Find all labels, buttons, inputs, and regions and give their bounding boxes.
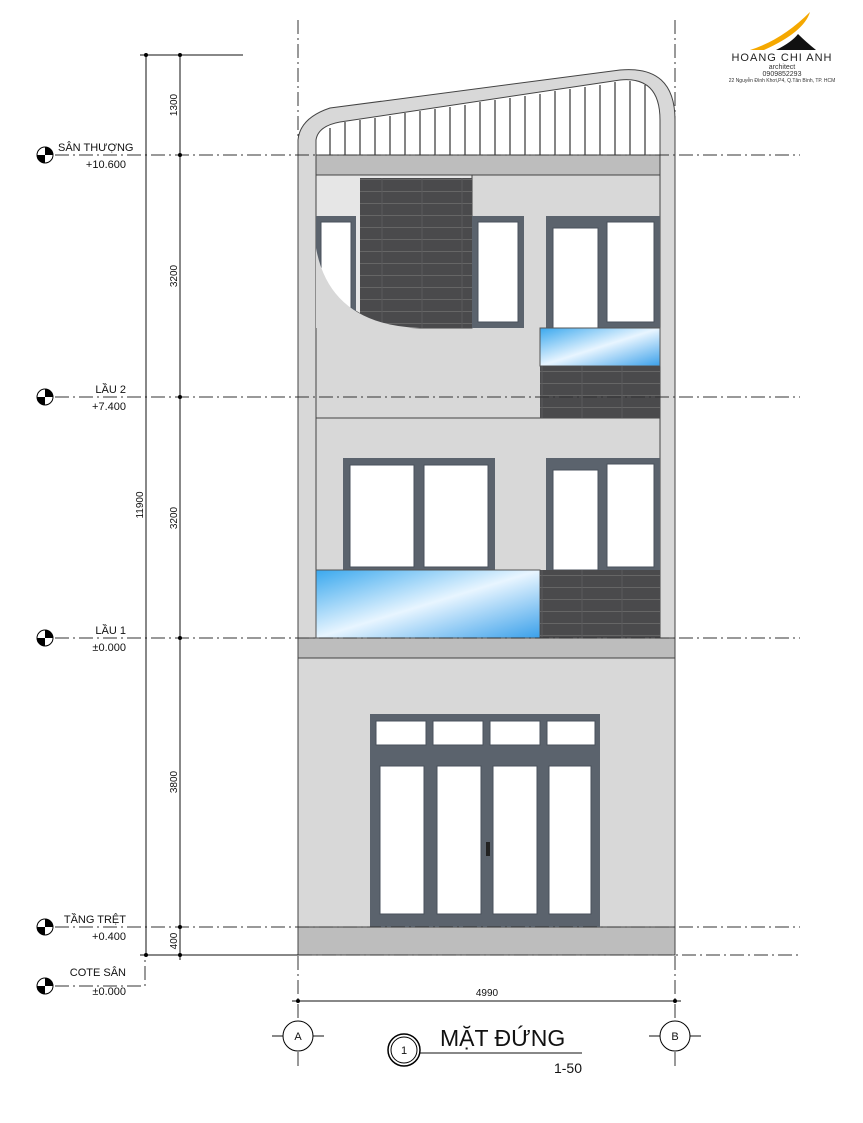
level-marker: LẦU 2 +7.400 bbox=[36, 383, 126, 413]
roof-slab bbox=[315, 154, 661, 176]
svg-text:LẦU 1: LẦU 1 bbox=[95, 624, 126, 637]
width-dimension: 4990 bbox=[292, 988, 681, 1003]
svg-text:+7.400: +7.400 bbox=[92, 401, 126, 413]
svg-text:4990: 4990 bbox=[476, 988, 499, 999]
svg-text:TẦNG TRỆT: TẦNG TRỆT bbox=[64, 913, 126, 926]
floor-slab bbox=[297, 637, 676, 659]
plinth bbox=[297, 926, 676, 956]
svg-text:COTE SÂN: COTE SÂN bbox=[70, 966, 126, 979]
dim-ground: 3800 bbox=[169, 770, 180, 793]
stone-cladding bbox=[360, 178, 472, 328]
stone-cladding bbox=[540, 570, 660, 638]
roof-railing bbox=[315, 79, 661, 156]
svg-text:+0.400: +0.400 bbox=[92, 931, 126, 943]
building-facade bbox=[297, 69, 676, 956]
logo-address: 22 Nguyễn Đình Khơi,P4, Q.Tân Bình, TP. … bbox=[728, 78, 836, 84]
dim-floor1: 3200 bbox=[169, 506, 180, 529]
dim-total: 11900 bbox=[135, 491, 146, 519]
level-marker: TẦNG TRỆT +0.400 bbox=[36, 913, 126, 943]
drawing-scale: 1-50 bbox=[554, 1060, 582, 1076]
glass-balustrade bbox=[315, 569, 541, 639]
drawing-title-text: MẶT ĐỨNG bbox=[440, 1025, 565, 1051]
grid-bubble-a: A bbox=[272, 1020, 324, 1052]
drawing-number: 1 bbox=[401, 1045, 407, 1057]
logo-phone: 0909852293 bbox=[762, 71, 802, 78]
level-marker: COTE SÂN ±0.000 bbox=[36, 966, 126, 998]
stone-cladding bbox=[540, 366, 660, 418]
dim-plinth: 400 bbox=[169, 932, 180, 949]
level-marker: LẦU 1 ±0.000 bbox=[36, 624, 126, 654]
svg-text:+10.600: +10.600 bbox=[86, 159, 126, 171]
vertical-dimensions: 1300 3200 3200 3800 400 11900 bbox=[135, 53, 298, 960]
railing-bars bbox=[329, 81, 646, 155]
svg-text:LẦU 2: LẦU 2 bbox=[95, 383, 126, 396]
company-logo: HOANG CHI ANH architect 0909852293 22 Ng… bbox=[706, 10, 858, 84]
svg-text:±0.000: ±0.000 bbox=[92, 642, 126, 654]
level-marker: SÂN THƯỢNG +10.600 bbox=[36, 141, 133, 171]
svg-text:SÂN THƯỢNG: SÂN THƯỢNG bbox=[58, 141, 133, 154]
logo-roof-icon bbox=[750, 12, 816, 50]
grid-bubble-b: B bbox=[649, 1020, 701, 1052]
logo-sub: architect bbox=[768, 64, 796, 71]
dim-roof: 1300 bbox=[169, 93, 180, 116]
door-handle bbox=[486, 842, 490, 856]
svg-text:A: A bbox=[294, 1031, 302, 1043]
dim-floor2: 3200 bbox=[169, 264, 180, 287]
glass-balustrade bbox=[539, 327, 661, 367]
svg-text:B: B bbox=[671, 1031, 678, 1043]
svg-text:±0.000: ±0.000 bbox=[92, 986, 126, 998]
drawing-title: 1 MẶT ĐỨNG 1-50 bbox=[387, 1025, 582, 1076]
logo-brand: HOANG CHI ANH bbox=[731, 52, 833, 64]
